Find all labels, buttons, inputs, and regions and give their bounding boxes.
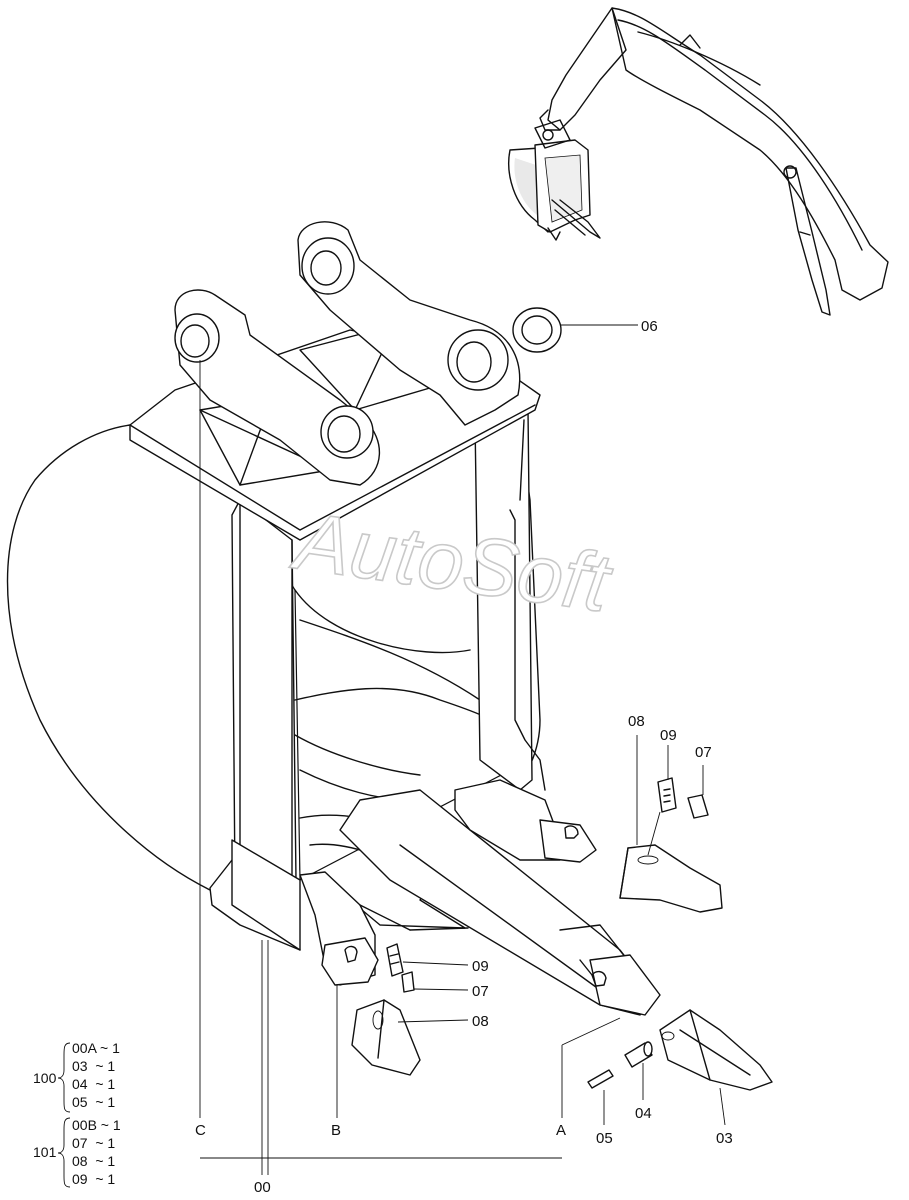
kit-item: 09 ~ 1	[72, 1171, 115, 1187]
kit-number: 100	[33, 1070, 57, 1086]
label-03: 03	[716, 1130, 733, 1147]
kit-item: 05 ~ 1	[72, 1094, 115, 1110]
label-09-left: 09	[472, 958, 489, 975]
excavator-arm-thumbnail	[508, 7, 889, 316]
kit-item: 07 ~ 1	[72, 1135, 115, 1151]
bucket-body	[6, 221, 661, 1016]
part-04-sleeve	[624, 1041, 653, 1068]
label-07-left: 07	[472, 983, 489, 1000]
part-09-right-pin	[657, 777, 677, 813]
label-00: 00	[254, 1179, 271, 1196]
part-07-left-lock	[401, 971, 415, 993]
part-06-seal-ring	[512, 307, 562, 353]
kit-item: 03 ~ 1	[72, 1058, 115, 1074]
part-07-right-lock	[687, 794, 709, 819]
label-09-right: 09	[660, 727, 677, 744]
kit-item: 08 ~ 1	[72, 1153, 115, 1169]
kit-item: 00B ~ 1	[72, 1117, 121, 1133]
kit-number: 101	[33, 1144, 57, 1160]
label-08-right: 08	[628, 713, 645, 730]
kit-item: 00A ~ 1	[72, 1040, 120, 1056]
label-section-c: C	[195, 1122, 206, 1139]
kit-item: 04 ~ 1	[72, 1076, 115, 1092]
part-08-left-tooth	[351, 999, 421, 1076]
label-05: 05	[596, 1130, 613, 1147]
part-09-left-pin	[386, 943, 404, 977]
part-03-tooth	[659, 1009, 773, 1091]
kit-101: 101 00B ~ 1 07 ~ 1 08 ~ 1 09 ~ 1	[33, 1117, 121, 1188]
label-07-right: 07	[695, 744, 712, 761]
part-05-pin	[587, 1069, 614, 1089]
label-08-left: 08	[472, 1013, 489, 1030]
label-section-b: B	[331, 1122, 341, 1139]
label-06: 06	[641, 318, 658, 335]
kit-100: 100 00A ~ 1 03 ~ 1 04 ~ 1 05 ~ 1	[33, 1040, 120, 1113]
leader-lines	[199, 324, 726, 1175]
label-section-a: A	[556, 1122, 566, 1139]
part-08-right-tooth	[619, 844, 723, 913]
label-04: 04	[635, 1105, 652, 1122]
